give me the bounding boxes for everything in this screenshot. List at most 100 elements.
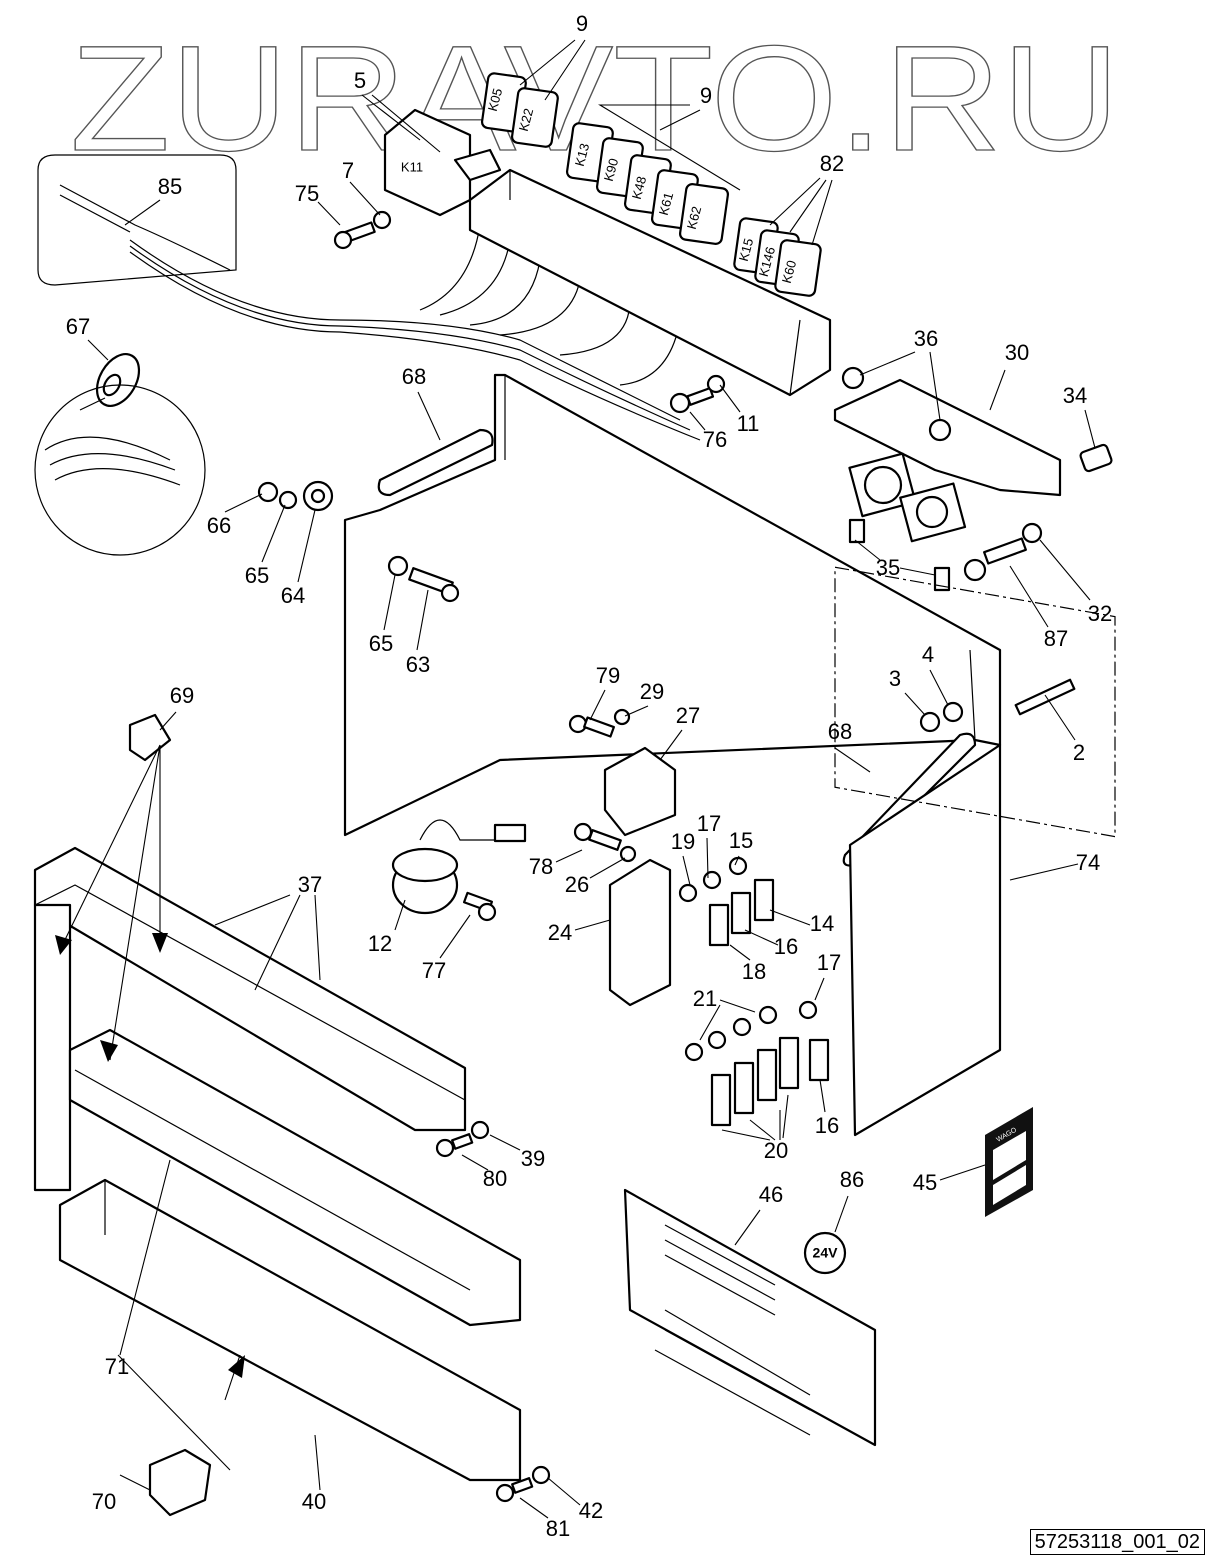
relay-label: K62 xyxy=(684,205,704,231)
callout-37: 37 xyxy=(298,872,322,897)
callout-79: 79 xyxy=(596,663,620,688)
relay-k22: K22 xyxy=(510,87,559,148)
relay-k60: K60 xyxy=(774,239,822,297)
callout-66: 66 xyxy=(207,513,231,538)
callout-69: 69 xyxy=(170,683,194,708)
callout-65: 65 xyxy=(245,563,269,588)
callout-76: 76 xyxy=(703,427,727,452)
callout-29: 29 xyxy=(640,679,664,704)
callout-9: 9 xyxy=(576,11,588,36)
relay-label: K48 xyxy=(629,175,649,201)
callout-12: 12 xyxy=(368,931,392,956)
end-cap-70 xyxy=(148,1448,212,1517)
callout-81: 81 xyxy=(546,1516,570,1541)
callout-14: 14 xyxy=(810,911,834,936)
callout-85: 85 xyxy=(158,174,182,199)
callout-4: 4 xyxy=(922,642,934,667)
spacer-34 xyxy=(1079,443,1113,473)
relay-label: K61 xyxy=(656,191,676,217)
callout-5: 5 xyxy=(354,68,366,93)
callout-75: 75 xyxy=(295,181,319,206)
bolt-79 xyxy=(568,708,631,738)
callout-65: 65 xyxy=(369,631,393,656)
leader-lines xyxy=(55,39,1096,1519)
relay-label: K90 xyxy=(601,157,621,183)
callout-9: 9 xyxy=(700,83,712,108)
callout-16: 16 xyxy=(815,1113,839,1138)
callout-20: 20 xyxy=(764,1138,788,1163)
tape-roll xyxy=(79,353,141,411)
relay-label: K11 xyxy=(401,159,423,174)
module-27 xyxy=(603,746,677,837)
callout-68: 68 xyxy=(402,364,426,389)
callout-16: 16 xyxy=(774,934,798,959)
label-sheet-46 xyxy=(623,1188,877,1447)
callout-18: 18 xyxy=(742,959,766,984)
cable-duct-71 xyxy=(68,1028,522,1327)
callout-71: 71 xyxy=(105,1354,129,1379)
nut-washer-clamp xyxy=(257,480,334,512)
callout-11: 11 xyxy=(737,411,760,436)
circuit-board-24 xyxy=(608,858,672,1007)
cable-duct-40 xyxy=(58,1178,522,1482)
connector-bracket xyxy=(833,366,1062,592)
callout-27: 27 xyxy=(676,703,700,728)
mounting-plate xyxy=(343,373,1002,837)
callout-21: 21 xyxy=(693,986,717,1011)
callout-77: 77 xyxy=(422,958,446,983)
callout-82: 82 xyxy=(820,151,844,176)
callout-45: 45 xyxy=(913,1170,937,1195)
relay-label: K13 xyxy=(572,142,592,168)
callout-42: 42 xyxy=(579,1498,603,1523)
callout-87: 87 xyxy=(1044,626,1068,651)
relay-label: K60 xyxy=(779,259,799,285)
bolt-87 xyxy=(963,522,1043,582)
screw-77 xyxy=(462,891,497,922)
end-cap-69 xyxy=(128,713,172,762)
side-panel xyxy=(848,743,1002,1137)
callout-86: 86 xyxy=(840,1167,864,1192)
cable-harness xyxy=(59,184,701,441)
terminal-blocks-upper xyxy=(678,856,775,947)
terminal-blocks-lower xyxy=(684,1000,830,1127)
callout-46: 46 xyxy=(759,1182,783,1207)
callout-34: 34 xyxy=(1063,383,1087,408)
cable-inset-frame xyxy=(37,154,237,286)
screw-76 xyxy=(669,374,726,414)
callout-35: 35 xyxy=(876,555,900,580)
wrapped-harness xyxy=(44,436,181,486)
relay-label: K22 xyxy=(516,107,536,133)
voltage-label: 24V xyxy=(813,1245,839,1261)
relay-k11: K11 xyxy=(383,108,502,217)
callout-78: 78 xyxy=(529,854,553,879)
callout-39: 39 xyxy=(521,1146,545,1171)
callout-67: 67 xyxy=(66,314,90,339)
screw-80 xyxy=(435,1120,490,1158)
callout-26: 26 xyxy=(565,872,589,897)
callout-74: 74 xyxy=(1076,850,1100,875)
callout-32: 32 xyxy=(1088,601,1112,626)
drawing-number: 57253118_001_02 xyxy=(1029,1529,1205,1555)
callout-68: 68 xyxy=(828,719,852,744)
callout-2: 2 xyxy=(1073,740,1085,765)
bolt-63 xyxy=(387,555,460,603)
stud-bolt xyxy=(919,678,1076,733)
transformer-12 xyxy=(391,819,527,915)
wago-label-45: WAGO xyxy=(985,1107,1033,1217)
callout-64: 64 xyxy=(281,583,305,608)
detail-circle xyxy=(34,384,206,556)
screw-81 xyxy=(495,1465,551,1503)
terminal-strip xyxy=(468,168,832,397)
callout-36: 36 xyxy=(914,326,938,351)
relay-k62: K62 xyxy=(678,183,730,245)
cable-duct-37-left xyxy=(33,903,72,1192)
callout-70: 70 xyxy=(92,1489,116,1514)
callout-19: 19 xyxy=(671,829,695,854)
callout-7: 7 xyxy=(342,158,354,183)
callout-17: 17 xyxy=(817,950,841,975)
voltage-sticker: 24V xyxy=(803,1231,847,1275)
callout-3: 3 xyxy=(889,666,901,691)
